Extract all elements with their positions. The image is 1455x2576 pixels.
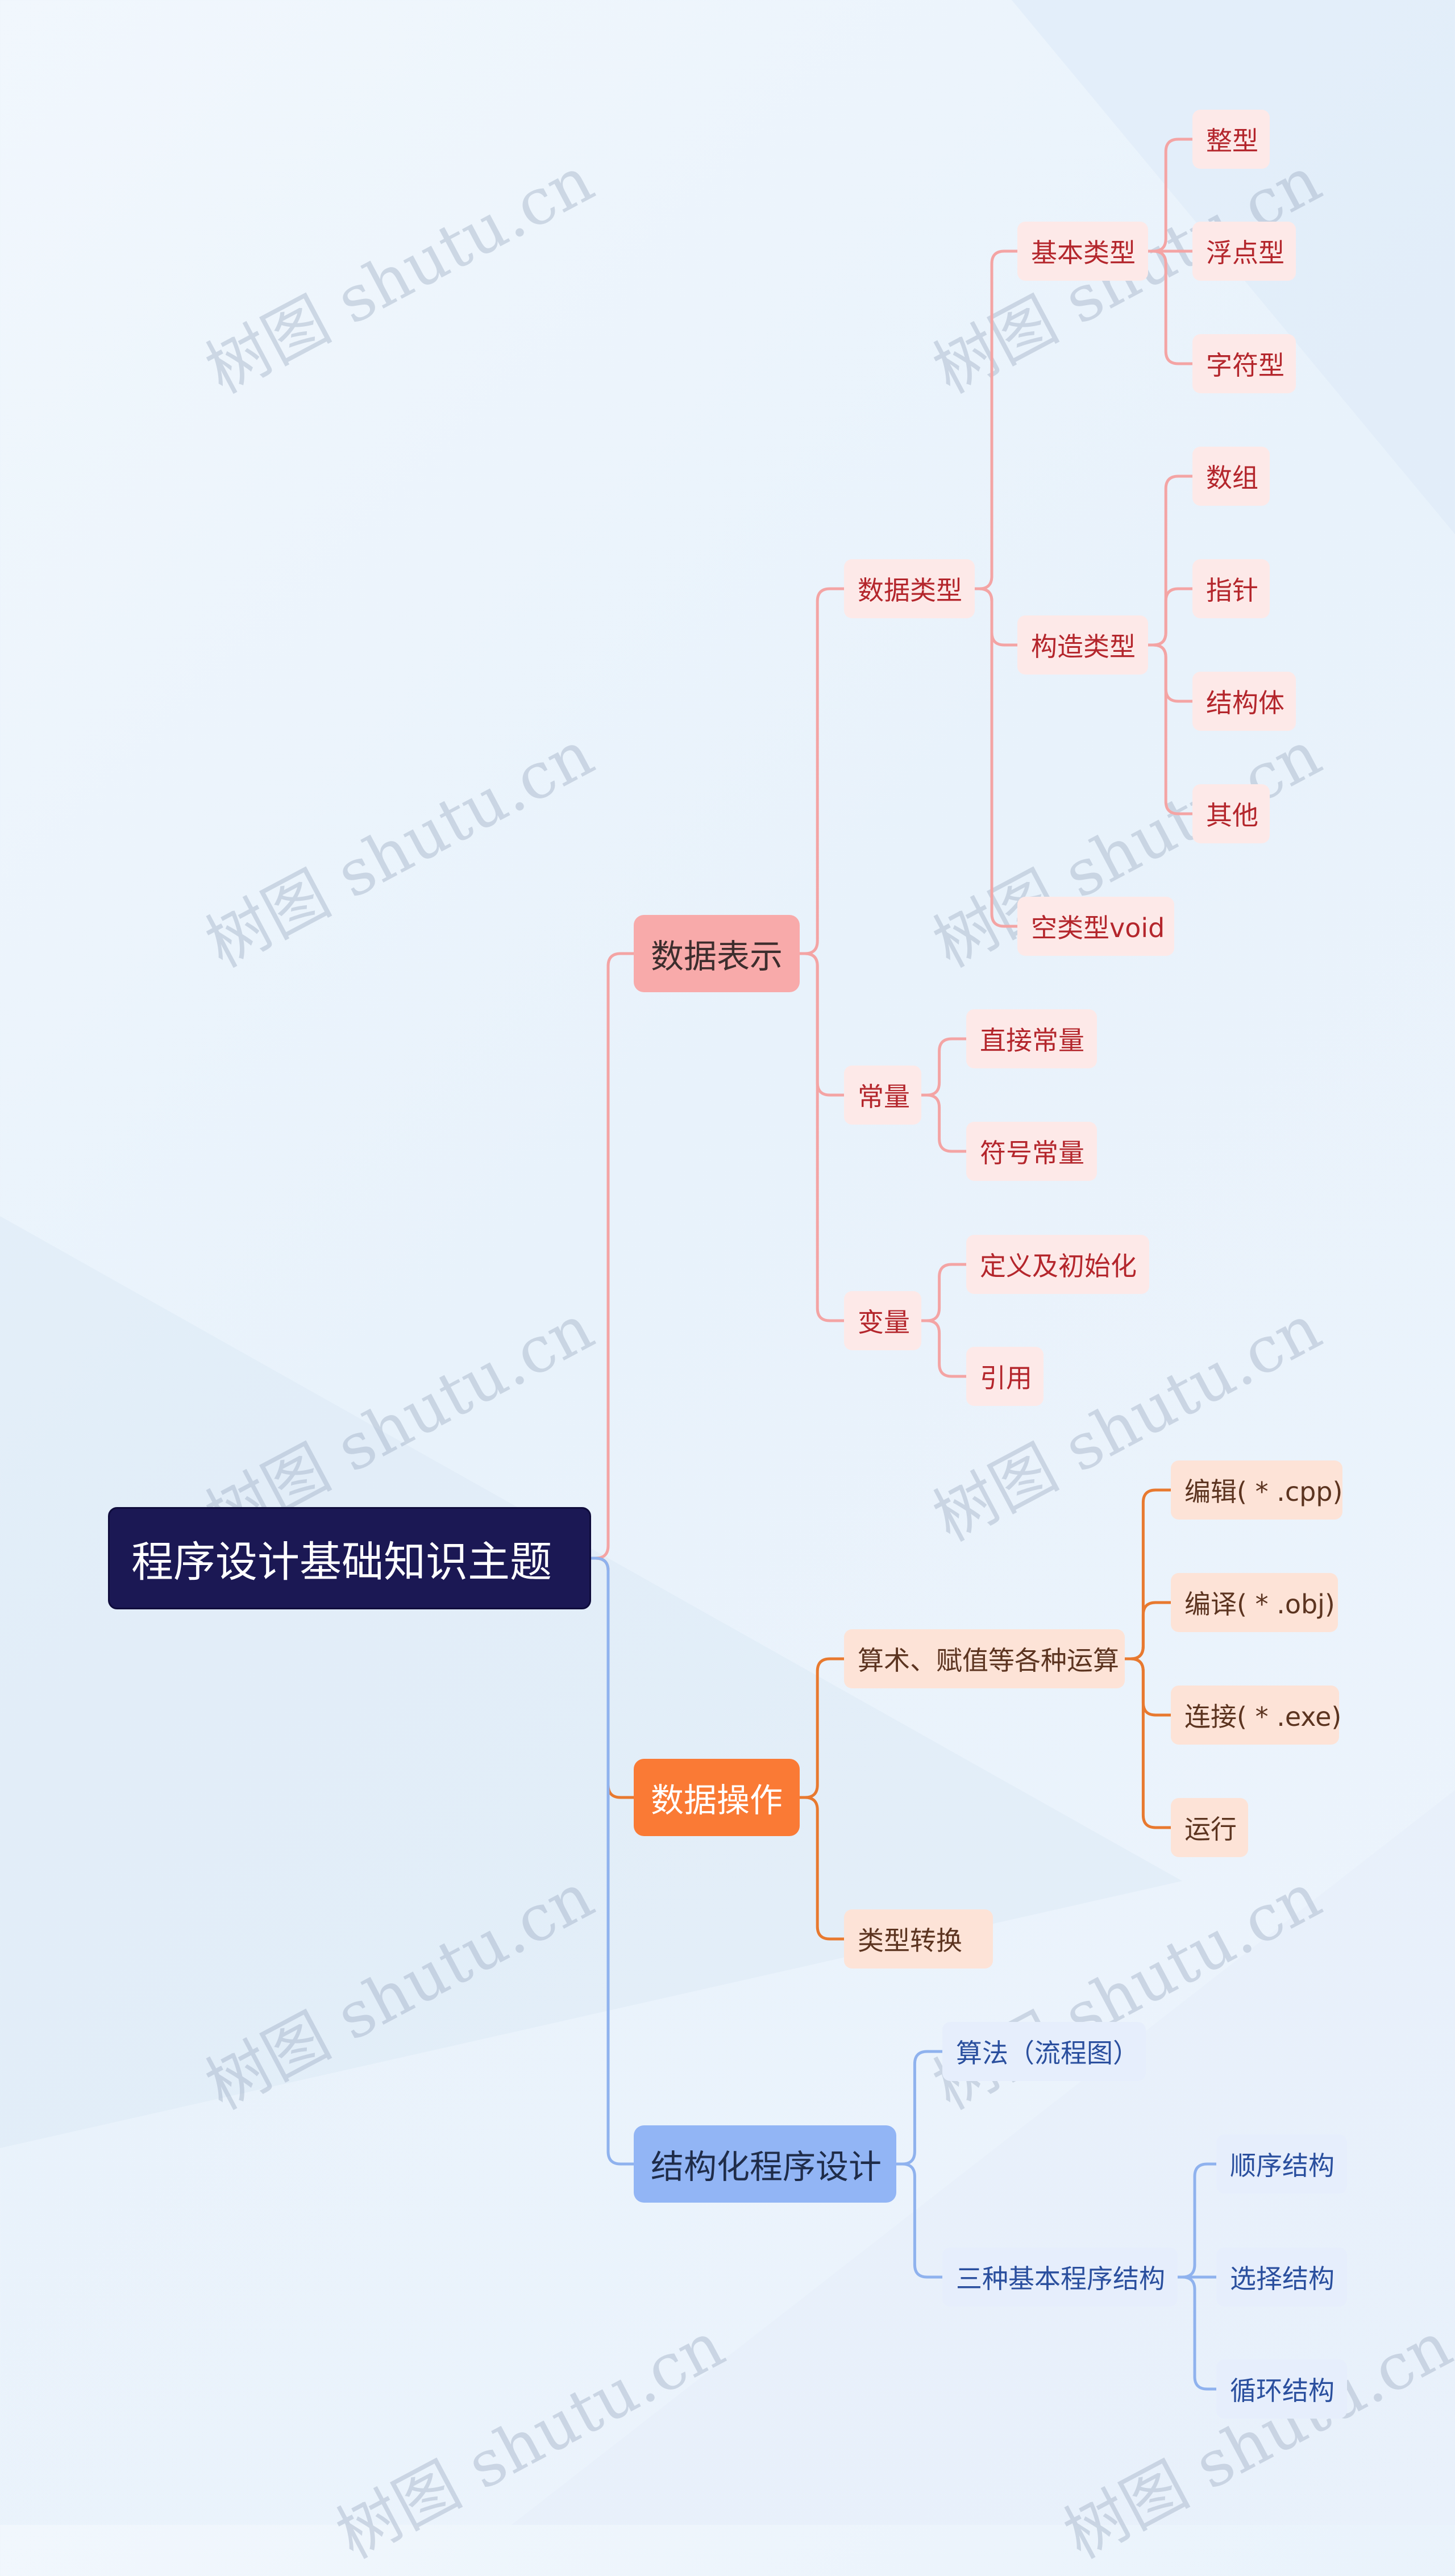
connector-line	[1125, 1488, 1171, 1661]
node-type-conversion[interactable]: 类型转换	[844, 1909, 993, 1969]
node-other[interactable]: 其他	[1192, 784, 1270, 843]
connector-line	[975, 249, 1017, 590]
connector-line	[975, 587, 1017, 647]
connector-line	[921, 1037, 966, 1097]
node-constant[interactable]: 常量	[844, 1066, 921, 1125]
connector-line	[800, 1796, 844, 1941]
connector-line	[1178, 2162, 1216, 2279]
connector-line	[921, 1093, 966, 1153]
connector-line	[921, 1319, 966, 1378]
node-compile-obj[interactable]: 编译( * .obj)	[1171, 1573, 1338, 1632]
branch-structured-programming[interactable]: 结构化程序设计	[634, 2125, 896, 2203]
connector-line	[896, 2162, 942, 2279]
node-reference[interactable]: 引用	[966, 1347, 1044, 1406]
connector-line	[591, 1557, 634, 1799]
connector-line	[1148, 138, 1192, 253]
node-operations[interactable]: 算术、赋值等各种运算	[844, 1629, 1125, 1688]
connector-line	[975, 587, 1017, 928]
node-run[interactable]: 运行	[1171, 1798, 1248, 1857]
node-float[interactable]: 浮点型	[1192, 222, 1296, 281]
connector-line	[1125, 1657, 1171, 1829]
connector-line	[1148, 475, 1192, 647]
node-symbolic-constant[interactable]: 符号常量	[966, 1122, 1097, 1181]
branch-data-representation[interactable]: 数据表示	[634, 915, 800, 992]
node-edit-cpp[interactable]: 编辑( * .cpp)	[1171, 1460, 1342, 1520]
connector-line	[921, 1263, 966, 1322]
connector-line	[800, 952, 844, 1097]
branch-data-operations[interactable]: 数据操作	[634, 1759, 800, 1836]
root-topic[interactable]: 程序设计基础知识主题	[108, 1507, 591, 1609]
node-data-types[interactable]: 数据类型	[844, 559, 975, 618]
node-literal-constant[interactable]: 直接常量	[966, 1009, 1097, 1068]
node-selection[interactable]: 选择结构	[1216, 2248, 1347, 2307]
node-integer[interactable]: 整型	[1192, 110, 1270, 169]
connector-line	[1125, 1657, 1171, 1717]
node-variable[interactable]: 变量	[844, 1291, 921, 1350]
node-link-exe[interactable]: 连接( * .exe)	[1171, 1686, 1341, 1745]
connector-line	[1125, 1601, 1171, 1661]
connector-line	[1148, 249, 1192, 365]
node-array[interactable]: 数组	[1192, 447, 1270, 506]
node-char[interactable]: 字符型	[1192, 334, 1296, 393]
connector-line	[1148, 587, 1192, 647]
node-three-structures[interactable]: 三种基本程序结构	[942, 2248, 1178, 2307]
node-basic-types[interactable]: 基本类型	[1017, 222, 1148, 281]
node-loop[interactable]: 循环结构	[1216, 2359, 1347, 2419]
node-pointer[interactable]: 指针	[1192, 559, 1270, 618]
node-constructed-types[interactable]: 构造类型	[1017, 615, 1148, 675]
connector-line	[800, 587, 844, 955]
connector-line	[591, 952, 634, 1560]
connector-line	[1148, 643, 1192, 703]
connector-line	[800, 1657, 844, 1799]
connector-line	[1178, 2275, 1216, 2391]
connector-line	[896, 2050, 942, 2166]
connector-line	[800, 952, 844, 1322]
node-struct[interactable]: 结构体	[1192, 672, 1296, 731]
connector-line	[591, 1557, 634, 2166]
node-algorithm[interactable]: 算法（流程图）	[942, 2022, 1146, 2081]
node-definition-init[interactable]: 定义及初始化	[966, 1235, 1149, 1294]
node-sequence[interactable]: 顺序结构	[1216, 2134, 1347, 2194]
connector-line	[1148, 643, 1192, 815]
node-void-type[interactable]: 空类型void	[1017, 897, 1174, 956]
